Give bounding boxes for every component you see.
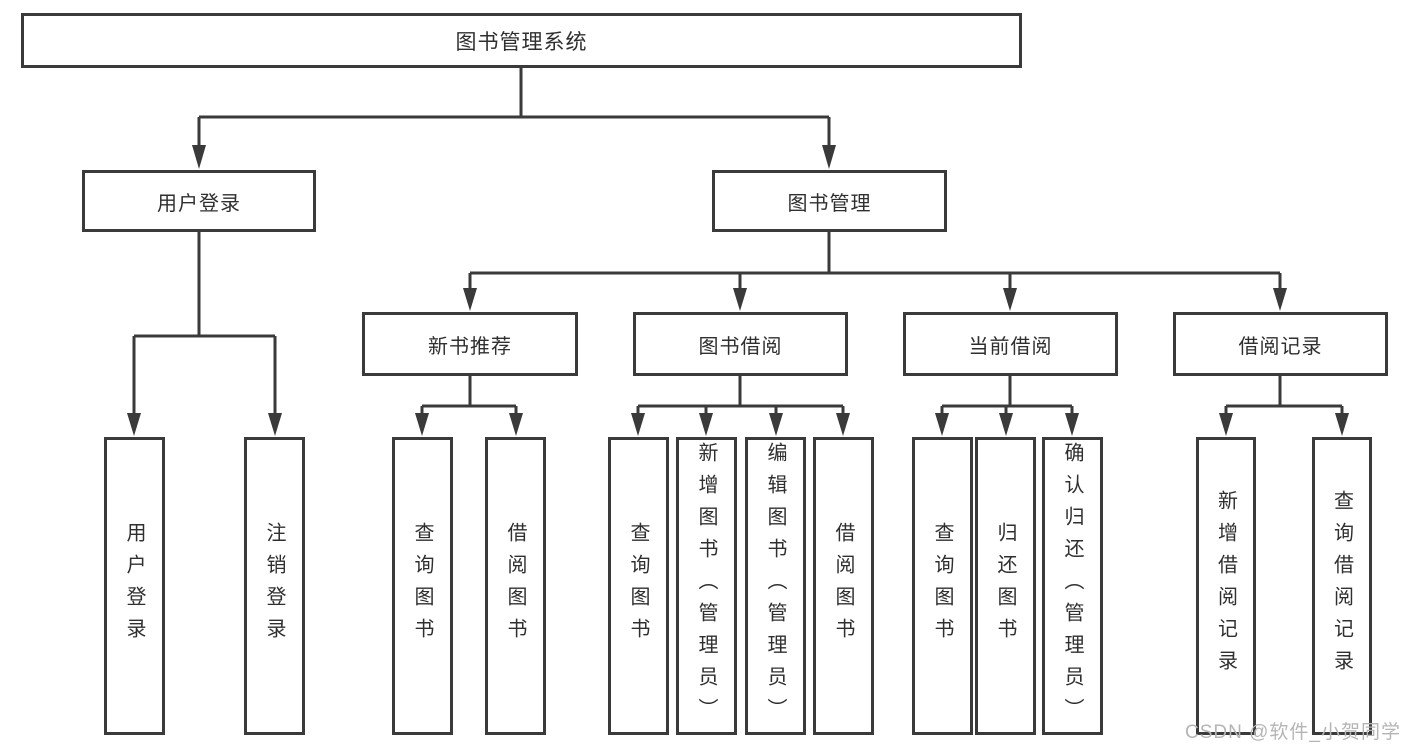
leaf-user-login-label: 用户登录	[123, 522, 145, 650]
leaf-borrow-query-books-label: 查询图书	[627, 522, 649, 650]
leaf-records-query-record-label: 查询借阅记录	[1330, 490, 1353, 682]
leaf-borrow-add-books-label: 新增图书（管理员）	[695, 442, 717, 730]
leaf-borrow-borrow-books: 借阅图书	[813, 437, 874, 735]
csdn-watermark: CSDN @软件_小贺同学	[1185, 722, 1401, 743]
leaf-borrow-edit-books-label: 编辑图书（管理员）	[764, 442, 786, 730]
node-book-borrow: 图书借阅	[633, 312, 848, 376]
leaf-logout-label: 注销登录	[263, 522, 285, 650]
leaf-borrow-query-books: 查询图书	[608, 437, 669, 735]
leaf-logout: 注销登录	[244, 437, 305, 735]
node-current-borrow-label: 当前借阅	[968, 335, 1053, 358]
node-user-login: 用户登录	[82, 170, 316, 232]
leaf-current-return-books-label: 归还图书	[994, 522, 1016, 650]
leaf-current-query-books: 查询图书	[912, 437, 973, 735]
leaf-recommend-borrow-books-label: 借阅图书	[504, 522, 526, 650]
leaf-borrow-add-books: 新增图书（管理员）	[676, 437, 737, 735]
leaf-current-confirm-return-label: 确认归还（管理员）	[1061, 442, 1083, 730]
leaf-records-add-record-label: 新增借阅记录	[1214, 490, 1237, 682]
leaf-records-add-record: 新增借阅记录	[1196, 437, 1256, 735]
node-borrow-records: 借阅记录	[1173, 312, 1388, 376]
node-book-management-label: 图书管理	[787, 192, 872, 215]
node-new-book-recommend-label: 新书推荐	[428, 335, 512, 358]
node-book-management: 图书管理	[712, 170, 947, 232]
node-root: 图书管理系统	[21, 13, 1022, 68]
leaf-records-query-record: 查询借阅记录	[1312, 437, 1372, 735]
leaf-recommend-query-books-label: 查询图书	[411, 522, 433, 650]
leaf-current-confirm-return: 确认归还（管理员）	[1042, 437, 1103, 735]
leaf-current-query-books-label: 查询图书	[931, 522, 953, 650]
leaf-borrow-edit-books: 编辑图书（管理员）	[745, 437, 806, 735]
node-book-borrow-label: 图书借阅	[698, 335, 783, 358]
node-borrow-records-label: 借阅记录	[1238, 335, 1323, 358]
node-current-borrow: 当前借阅	[903, 312, 1118, 376]
node-user-login-label: 用户登录	[157, 192, 241, 215]
node-new-book-recommend: 新书推荐	[362, 312, 578, 376]
leaf-recommend-borrow-books: 借阅图书	[485, 437, 546, 735]
leaf-current-return-books: 归还图书	[975, 437, 1036, 735]
leaf-user-login: 用户登录	[104, 437, 165, 735]
leaf-borrow-borrow-books-label: 借阅图书	[832, 522, 854, 650]
node-root-label: 图书管理系统	[455, 30, 588, 54]
leaf-recommend-query-books: 查询图书	[392, 437, 453, 735]
